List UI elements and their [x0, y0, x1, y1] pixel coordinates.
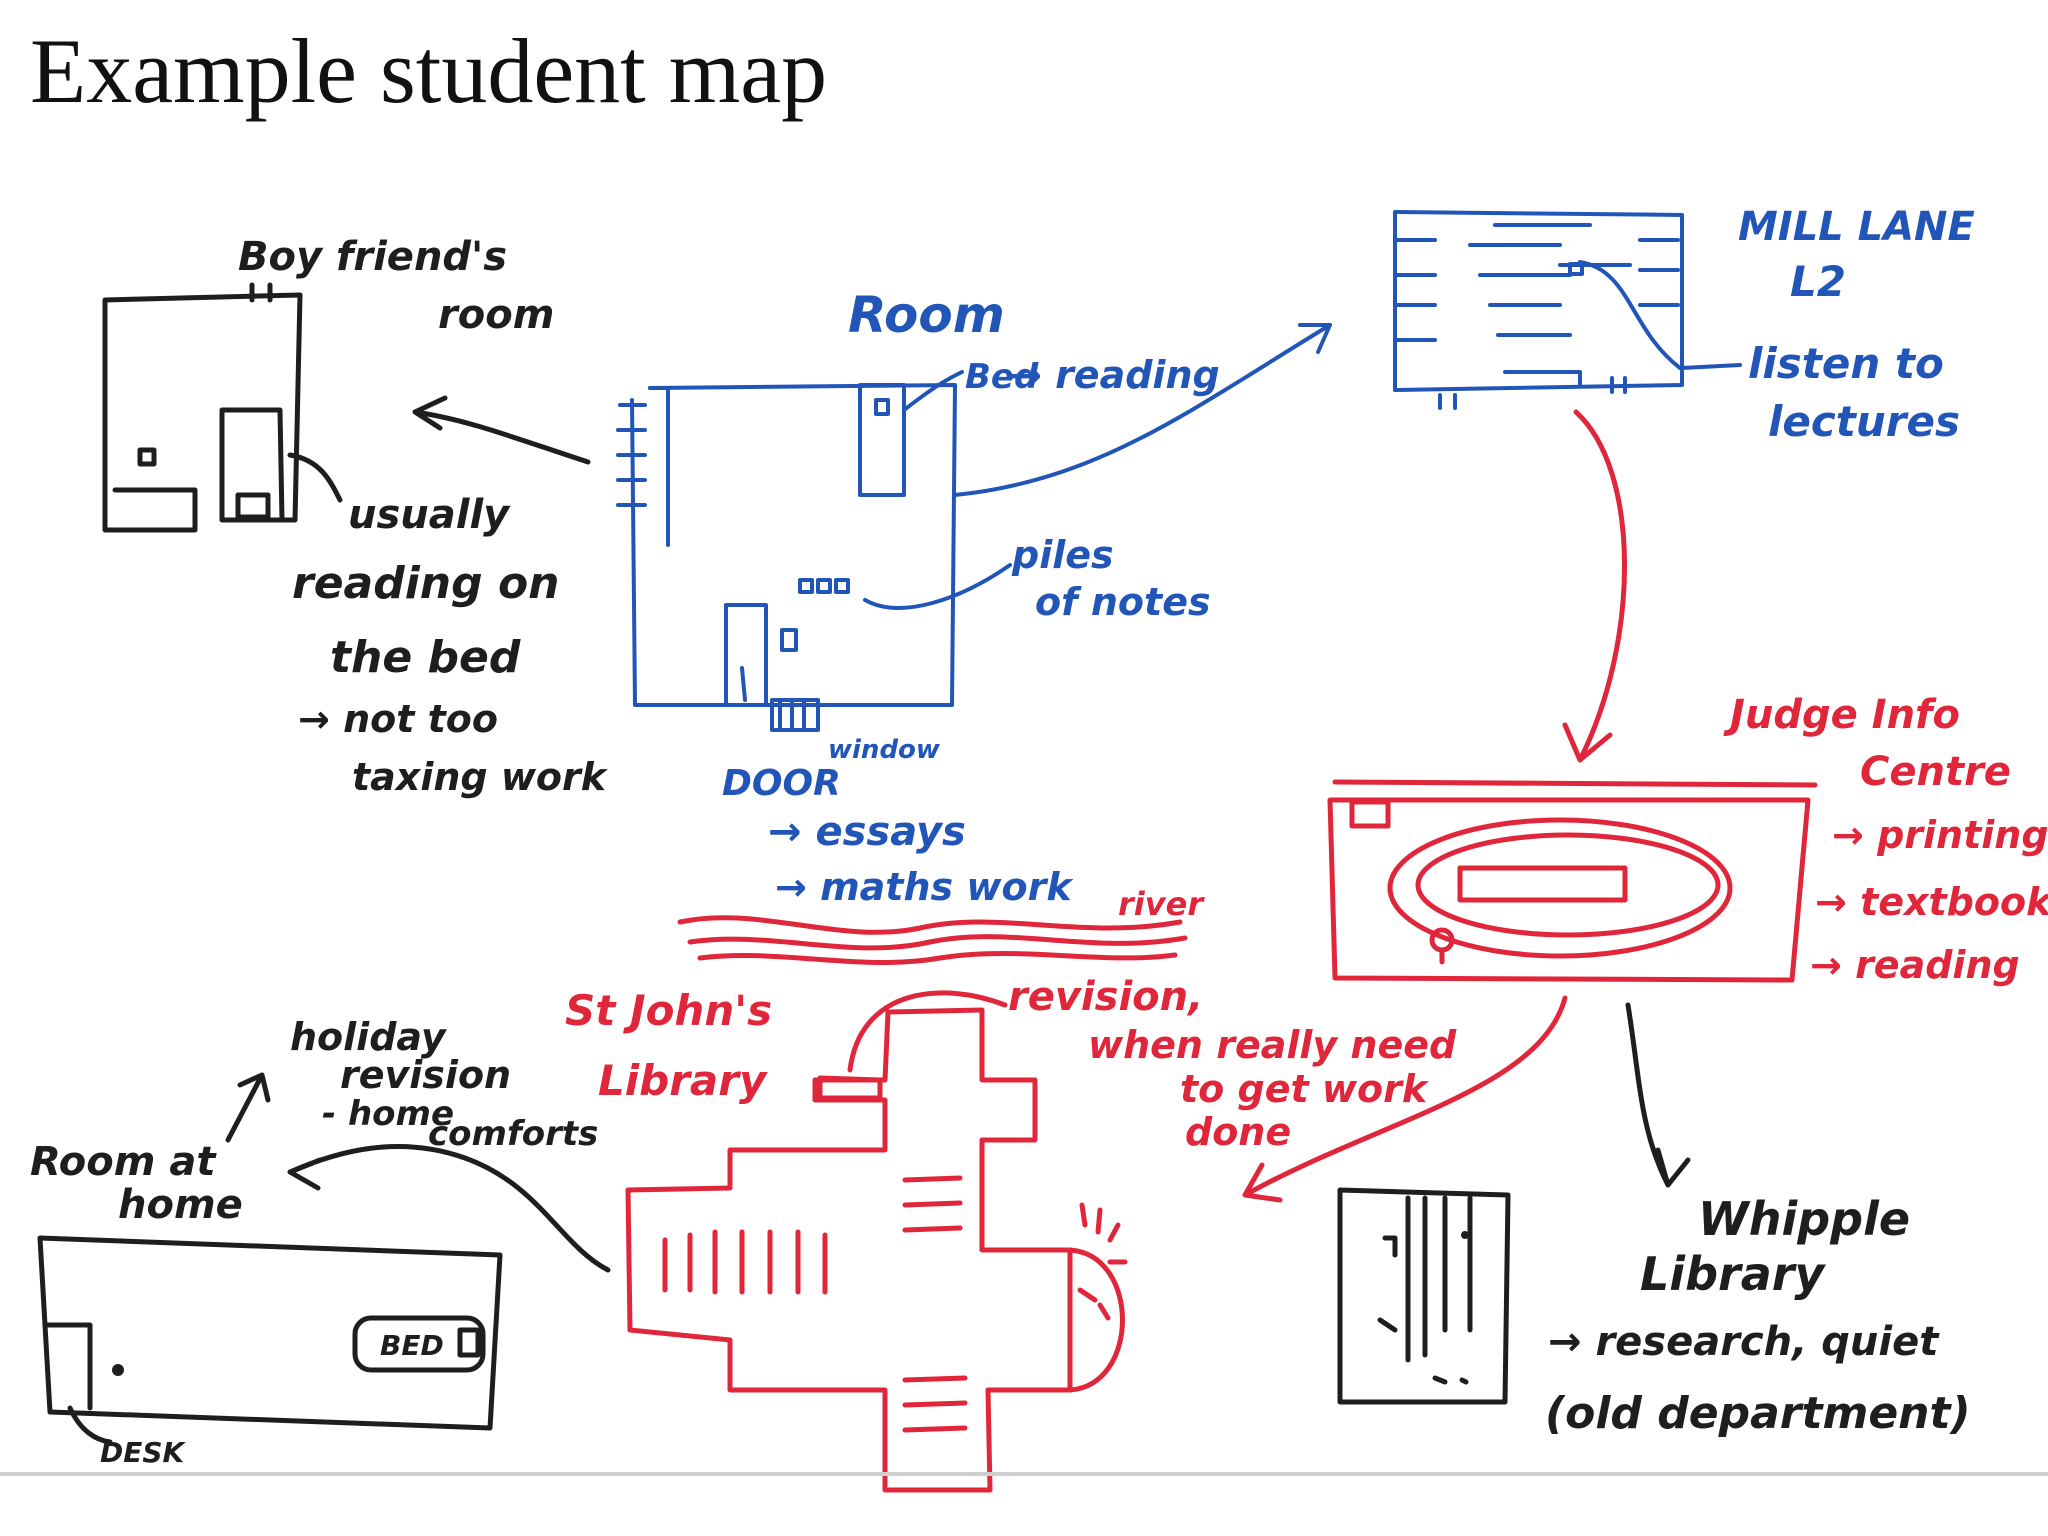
judge-label-line2: Centre: [1860, 749, 2011, 795]
judge-uses-line3: → reading: [1810, 943, 2020, 987]
room-uses-line2: → maths work: [775, 865, 1074, 909]
room-notes-line2: of notes: [1035, 580, 1211, 624]
revision-line1: revision,: [1008, 974, 1203, 1020]
boyfriends-note-line3: the bed: [330, 632, 521, 683]
judge-uses-line1: → printing: [1832, 813, 2048, 857]
river-sketch: river: [677, 885, 1205, 965]
arrow-holiday: [225, 1072, 271, 1143]
whipple-uses-line2: (old department): [1545, 1388, 1971, 1439]
river-label: river: [1118, 885, 1205, 923]
mill-lane-sketch: MILL LANE L2 listen to lectures: [1393, 204, 1975, 446]
room-window-label: window: [828, 735, 941, 765]
mill-lane-line1: MILL LANE: [1738, 204, 1975, 250]
room-at-home-line2: home: [118, 1182, 243, 1228]
room-at-home-sketch: BED DESK Room at home holiday revision -…: [30, 1015, 611, 1469]
whipple-label-line2: Library: [1640, 1247, 1826, 1301]
holiday-line2: revision: [340, 1053, 511, 1097]
desk-label: DESK: [100, 1436, 187, 1469]
mill-lane-line2: L2: [1790, 257, 1846, 306]
pillow-icon: [235, 492, 271, 520]
boyfriends-room-sketch: Boy friend's room usually reading on the…: [102, 234, 609, 799]
bed-label: BED: [380, 1329, 444, 1362]
room-bed-line2: → reading: [1010, 353, 1220, 397]
holiday-line4: comforts: [428, 1114, 598, 1154]
boyfriends-room-label-line2: room: [438, 292, 554, 338]
leader-line-mill-lane: [1680, 363, 1742, 370]
revision-line4: done: [1185, 1110, 1291, 1154]
slide-title: Example student map: [30, 20, 828, 122]
whipple-library-sketch: Whipple Library → research, quiet (old d…: [1337, 1187, 1971, 1439]
st-johns-label-line1: St John's: [565, 986, 772, 1035]
judge-uses-line2: → textbooks: [1815, 880, 2048, 924]
room-sketch: Room Bed → reading piles of notes window…: [616, 286, 1332, 909]
st-johns-library-sketch: St John's Library revision, when really …: [565, 974, 1457, 1493]
arrow-to-boyfriends-room: [412, 395, 591, 465]
arrow-to-mill-lane: [953, 323, 1332, 497]
leader-line-revision: [847, 990, 1008, 1073]
mill-lane-use-line2: lectures: [1768, 397, 1960, 446]
room-notes-line1: piles: [1011, 533, 1114, 577]
boyfriends-note-line4: → not too: [298, 697, 498, 741]
bottom-rule: [0, 1472, 2048, 1476]
revision-line3: to get work: [1180, 1067, 1430, 1111]
judge-centre-sketch: Judge Info Centre → printing → textbooks…: [1242, 409, 2048, 1203]
arrow-to-st-johns: [1242, 995, 1568, 1203]
whipple-label-line1: Whipple: [1698, 1192, 1910, 1246]
chair-icon: [780, 628, 798, 652]
room-at-home-line1: Room at: [30, 1139, 217, 1185]
revision-line2: when really need: [1088, 1023, 1457, 1067]
judge-label-line1: Judge Info: [1723, 692, 1960, 738]
small-box-icon: [137, 447, 157, 467]
boyfriends-room-label-line1: Boy friend's: [238, 234, 507, 280]
st-johns-label-line2: Library: [598, 1056, 768, 1105]
boyfriends-note-line1: usually: [348, 492, 511, 538]
bed-shape: [352, 1315, 486, 1373]
room-label: Room: [848, 286, 1005, 344]
window-shape: [770, 698, 820, 732]
boyfriends-note-line5: taxing work: [352, 755, 609, 799]
leader-line-notes: [863, 563, 1012, 610]
holiday-line1: holiday: [290, 1015, 448, 1059]
boyfriends-note-line2: reading on: [292, 558, 560, 609]
pillow-icon: [874, 398, 890, 416]
room-door-label: DOOR: [722, 763, 841, 804]
arrow-to-whipple: [1625, 1002, 1691, 1188]
arrow-to-room-at-home: [287, 1143, 611, 1273]
arrow-to-judge-centre: [1562, 409, 1627, 763]
desk-shape: [724, 603, 768, 707]
bed-shape: [858, 383, 906, 497]
mill-lane-use-line1: listen to: [1748, 339, 1944, 388]
room-bed-line1: Bed: [965, 357, 1039, 397]
whipple-uses-line1: → research, quiet: [1548, 1319, 1940, 1365]
holiday-line3: - home: [322, 1094, 454, 1134]
leader-line-bed: [902, 370, 964, 412]
room-uses-line1: → essays: [768, 809, 966, 855]
